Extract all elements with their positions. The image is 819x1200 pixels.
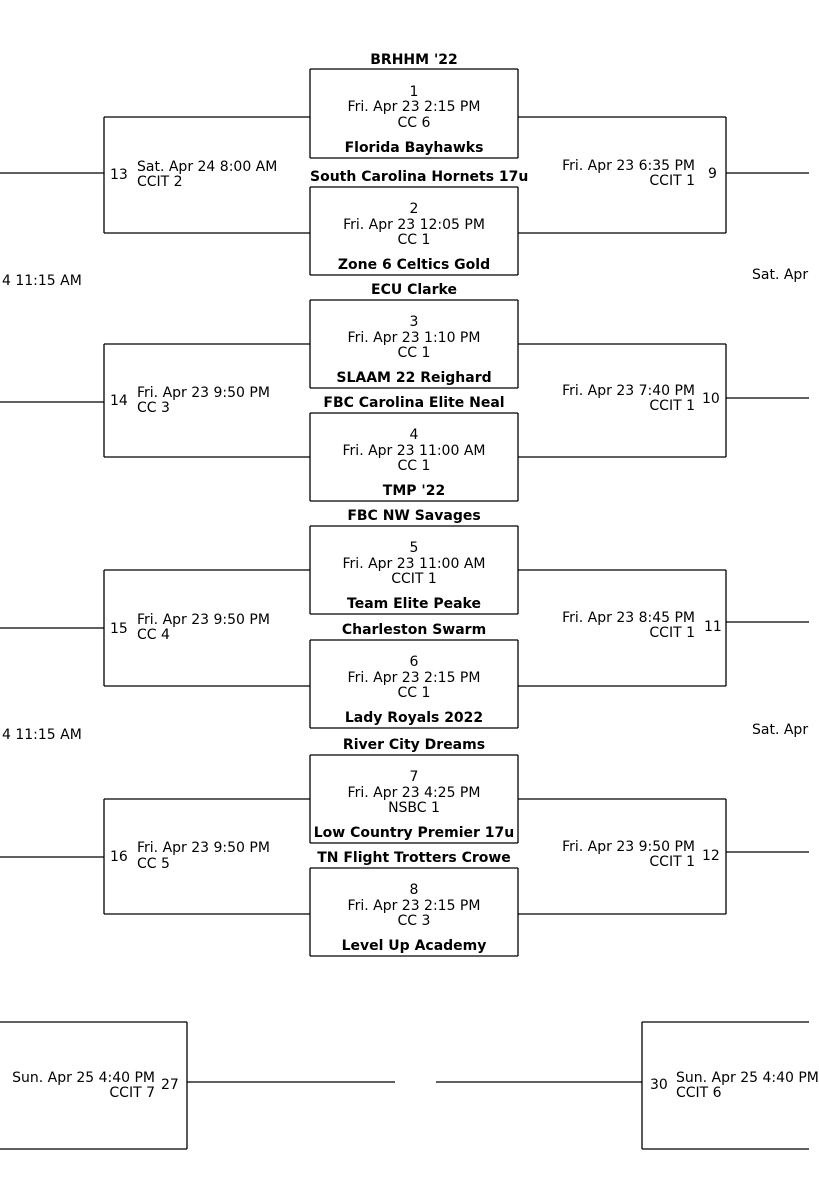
game-7-datetime: Fri. Apr 23 4:25 PM xyxy=(347,785,481,801)
game-30-datetime: Sun. Apr 25 4:40 PM xyxy=(676,1070,819,1086)
game-10-datetime: Fri. Apr 23 7:40 PM xyxy=(562,383,695,399)
right-game-11-bracket xyxy=(518,569,809,687)
game-9-court: CCIT 1 xyxy=(649,173,695,189)
bottom-left-game-27-bracket xyxy=(0,1021,395,1150)
game-13-court: CCIT 2 xyxy=(137,174,183,190)
right-edge-datetime-2: Sat. Apr xyxy=(752,722,809,738)
game-12-court: CCIT 1 xyxy=(649,854,695,870)
right-game-12-bracket xyxy=(518,798,809,915)
game-12-number: 12 xyxy=(702,848,720,864)
game-1-box xyxy=(309,68,519,159)
game-5-team-bottom: Team Elite Peake xyxy=(347,596,481,612)
game-1-datetime: Fri. Apr 23 2:15 PM xyxy=(347,99,481,115)
game-6-team-bottom: Lady Royals 2022 xyxy=(344,710,484,726)
game-14-court: CC 3 xyxy=(137,400,170,416)
game-11-number: 11 xyxy=(704,619,722,635)
game-5-datetime: Fri. Apr 23 11:00 AM xyxy=(342,556,486,572)
game-6-datetime: Fri. Apr 23 2:15 PM xyxy=(347,670,481,686)
game-8-number: 8 xyxy=(409,882,419,898)
game-6-box xyxy=(309,639,519,729)
game-14-datetime: Fri. Apr 23 9:50 PM xyxy=(137,385,270,401)
game-1-team-top: BRHHM '22 xyxy=(370,52,458,68)
game-3-team-top: ECU Clarke xyxy=(371,282,457,298)
game-5-number: 5 xyxy=(409,540,419,556)
game-6-number: 6 xyxy=(409,654,419,670)
game-16-number: 16 xyxy=(110,849,128,865)
game-12-datetime: Fri. Apr 23 9:50 PM xyxy=(562,839,695,855)
game-7-number: 7 xyxy=(409,769,419,785)
game-5-team-top: FBC NW Savages xyxy=(347,508,481,524)
game-2-box xyxy=(309,186,519,276)
right-edge-datetime-1: Sat. Apr xyxy=(752,267,809,283)
game-2-team-top: South Carolina Hornets 17u xyxy=(310,169,529,185)
game-4-number: 4 xyxy=(409,427,419,443)
game-8-datetime: Fri. Apr 23 2:15 PM xyxy=(347,898,481,914)
left-game-14-bracket xyxy=(0,343,310,458)
left-edge-datetime-2: 4 11:15 AM xyxy=(2,727,82,743)
game-6-court: CC 1 xyxy=(397,685,431,701)
game-2-team-bottom: Zone 6 Celtics Gold xyxy=(337,257,491,273)
game-16-datetime: Fri. Apr 23 9:50 PM xyxy=(137,840,270,856)
game-5-court: CCIT 1 xyxy=(391,571,437,587)
game-13-number: 13 xyxy=(110,167,128,183)
game-11-datetime: Fri. Apr 23 8:45 PM xyxy=(562,610,695,626)
game-2-datetime: Fri. Apr 23 12:05 PM xyxy=(343,217,485,233)
game-14-number: 14 xyxy=(110,393,128,409)
game-4-team-top: FBC Carolina Elite Neal xyxy=(323,395,505,411)
left-game-16-bracket xyxy=(0,798,310,915)
game-13-datetime: Sat. Apr 24 8:00 AM xyxy=(137,159,278,175)
game-2-number: 2 xyxy=(409,201,419,217)
game-3-datetime: Fri. Apr 23 1:10 PM xyxy=(347,330,481,346)
game-11-court: CCIT 1 xyxy=(649,625,695,641)
game-1-number: 1 xyxy=(409,84,419,100)
game-27-number: 27 xyxy=(161,1077,179,1093)
game-8-team-top: TN Flight Trotters Crowe xyxy=(317,850,511,866)
game-3-court: CC 1 xyxy=(397,345,431,361)
game-3-number: 3 xyxy=(409,314,419,330)
game-27-court: CCIT 7 xyxy=(109,1085,155,1101)
game-8-team-bottom: Level Up Academy xyxy=(341,938,487,954)
game-4-team-bottom: TMP '22 xyxy=(382,483,446,499)
game-9-datetime: Fri. Apr 23 6:35 PM xyxy=(562,158,695,174)
game-4-court: CC 1 xyxy=(397,458,431,474)
left-game-13-bracket xyxy=(0,116,310,234)
game-2-court: CC 1 xyxy=(397,232,431,248)
game-1-court: CC 6 xyxy=(397,115,431,131)
game-9-number: 9 xyxy=(708,166,717,182)
game-8-box xyxy=(309,867,519,957)
game-15-datetime: Fri. Apr 23 9:50 PM xyxy=(137,612,270,628)
right-game-10-bracket xyxy=(518,343,809,458)
game-3-team-bottom: SLAAM 22 Reighard xyxy=(336,370,492,386)
game-7-court: NSBC 1 xyxy=(388,800,440,816)
game-4-datetime: Fri. Apr 23 11:00 AM xyxy=(342,443,486,459)
game-6-team-top: Charleston Swarm xyxy=(341,622,487,638)
game-8-court: CC 3 xyxy=(397,913,431,929)
game-7-team-bottom: Low Country Premier 17u xyxy=(313,825,515,841)
right-game-9-bracket xyxy=(518,116,809,234)
game-1-team-bottom: Florida Bayhawks xyxy=(344,140,484,156)
left-edge-datetime-1: 4 11:15 AM xyxy=(2,273,82,289)
left-game-15-bracket xyxy=(0,569,310,687)
game-10-court: CCIT 1 xyxy=(649,398,695,414)
game-15-number: 15 xyxy=(110,621,128,637)
game-3-box xyxy=(309,299,519,389)
game-10-number: 10 xyxy=(702,391,720,407)
game-27-datetime: Sun. Apr 25 4:40 PM xyxy=(12,1070,155,1086)
game-30-court: CCIT 6 xyxy=(676,1085,722,1101)
game-30-number: 30 xyxy=(650,1077,668,1093)
game-16-court: CC 5 xyxy=(137,856,170,872)
game-7-team-top: River City Dreams xyxy=(342,737,486,753)
game-15-court: CC 4 xyxy=(137,627,170,643)
bottom-right-game-30-bracket xyxy=(436,1021,809,1150)
